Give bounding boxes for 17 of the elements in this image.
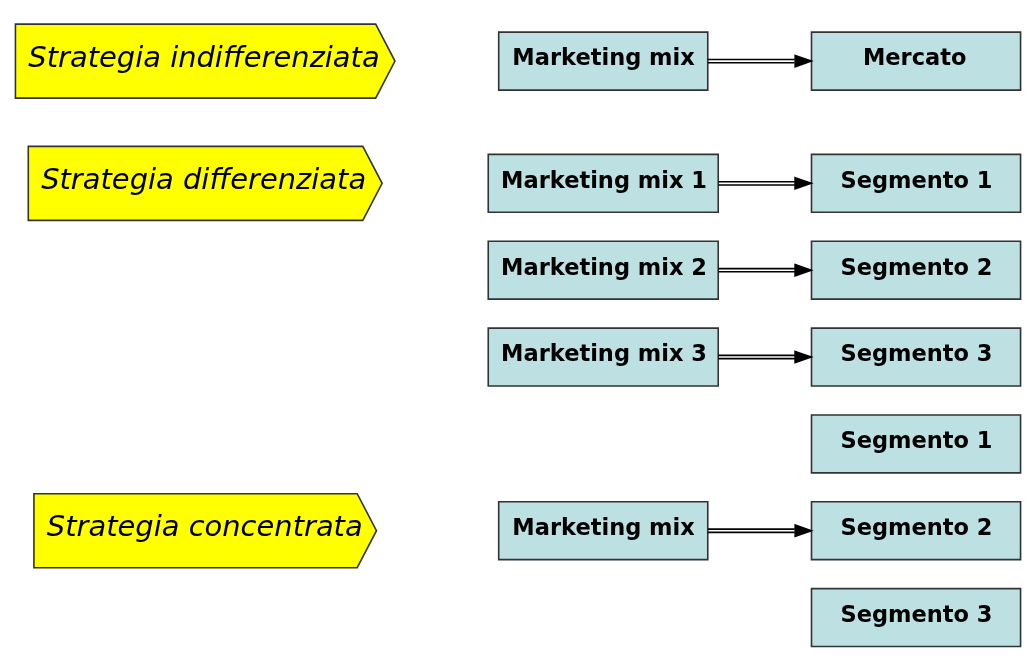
arrow bbox=[717, 350, 814, 364]
node-box: Marketing mix 2 bbox=[486, 240, 719, 300]
node-box: Marketing mix bbox=[497, 500, 709, 561]
arrow bbox=[717, 176, 814, 191]
node-box: Segmento 3 bbox=[810, 587, 1021, 648]
node-box: Mercato bbox=[810, 31, 1021, 91]
node-box: Segmento 1 bbox=[810, 153, 1021, 214]
node-box: Segmento 1 bbox=[810, 414, 1021, 474]
node-box: Segmento 3 bbox=[810, 327, 1021, 387]
arrow bbox=[706, 523, 814, 538]
node-box: Segmento 2 bbox=[810, 240, 1021, 300]
node-box: Marketing mix 3 bbox=[486, 327, 719, 387]
node-box: Marketing mix bbox=[497, 31, 709, 91]
arrow bbox=[706, 54, 814, 68]
node-box: Marketing mix 1 bbox=[486, 153, 719, 214]
arrow bbox=[717, 263, 814, 277]
node-box: Segmento 2 bbox=[810, 500, 1021, 561]
